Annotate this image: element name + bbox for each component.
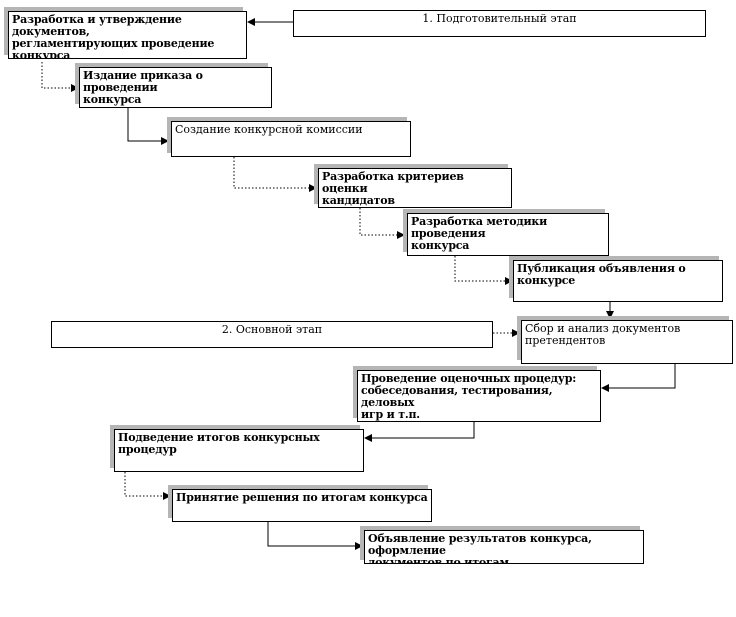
step-issue-order: Издание приказа о проведении конкурса <box>79 67 272 108</box>
step-develop-methodology: Разработка методики проведения конкурса <box>407 213 609 256</box>
connector-step1-step2 <box>41 62 79 92</box>
step-announce-results: Объявление результатов конкурса, оформле… <box>364 530 644 564</box>
stage-preparatory: 1. Подготовительный этап <box>293 10 706 37</box>
connector-step2-step3 <box>127 108 169 145</box>
step-develop-documents: Разработка и утверждение документов, рег… <box>8 11 247 59</box>
connector-step7-step8 <box>601 364 676 392</box>
connector-step9-step10 <box>124 472 171 500</box>
step-collect-documents: Сбор и анализ документов претендентов <box>521 320 733 364</box>
connector-step8-step9 <box>364 422 475 442</box>
step-develop-criteria: Разработка критериев оценки кандидатов <box>318 168 512 208</box>
connector-step4-step5 <box>359 208 405 239</box>
connector-step5-step6 <box>454 256 513 285</box>
step-evaluation-procedures: Проведение оценочных процедур: собеседов… <box>357 370 601 422</box>
step-summarize-results: Подведение итогов конкурсных процедур <box>114 429 364 472</box>
connector-step3-step4 <box>233 157 317 192</box>
stage-main: 2. Основной этап <box>51 321 493 348</box>
connector-step10-step11 <box>267 522 363 550</box>
step-publish-announcement: Публикация объявления о конкурсе <box>513 260 723 302</box>
step-make-decision: Принятие решения по итогам конкурса <box>172 489 432 522</box>
step-create-commission: Создание конкурсной комиссии <box>171 121 411 157</box>
